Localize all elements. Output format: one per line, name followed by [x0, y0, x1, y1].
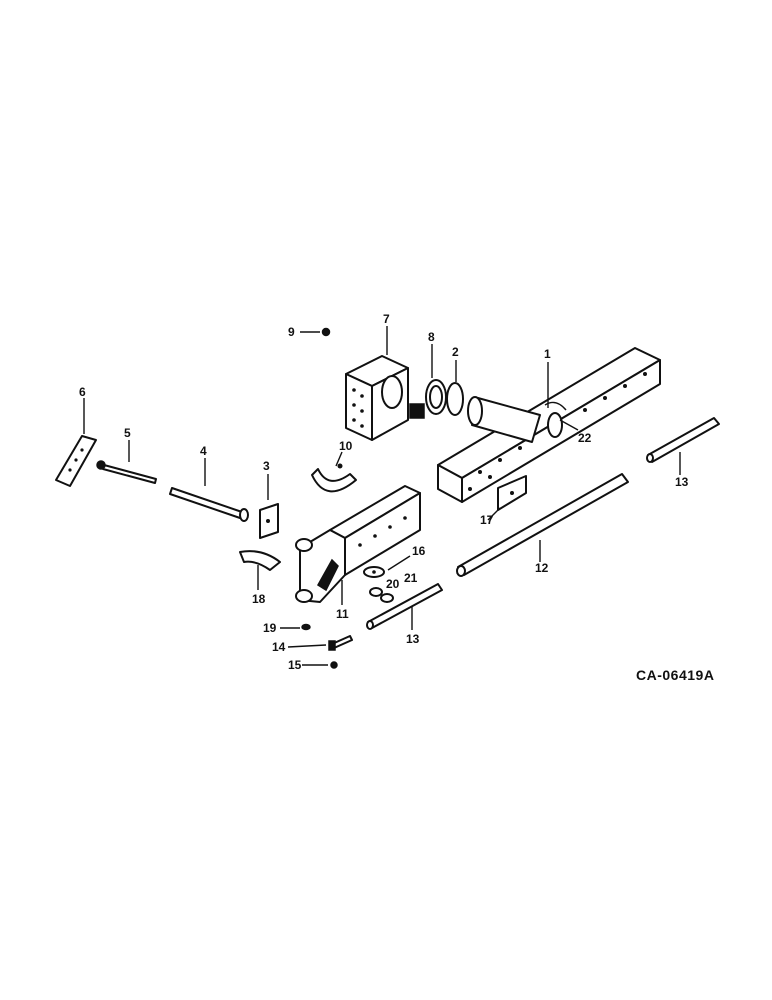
callout-7: 7 — [383, 312, 390, 326]
part-7-bracket-housing — [345, 355, 425, 441]
part-5-bolt — [96, 460, 157, 484]
callout-5: 5 — [124, 426, 131, 440]
callout-17: 17 — [480, 513, 494, 527]
callout-21: 21 — [404, 571, 418, 585]
part-1-frame-beam — [437, 347, 661, 503]
part-20-pin — [369, 587, 383, 597]
part-22-strap — [544, 401, 567, 411]
part-4-shaft — [169, 487, 249, 522]
part-19-washer — [301, 623, 311, 631]
callout-3: 3 — [263, 459, 270, 473]
part-21-pin — [380, 593, 394, 603]
callout-16: 16 — [412, 544, 426, 558]
callout-19: 19 — [263, 621, 277, 635]
callout-1: 1 — [544, 347, 551, 361]
callout-18: 18 — [252, 592, 266, 606]
callout-20: 20 — [386, 577, 400, 591]
part-13-rod-right — [646, 417, 720, 463]
part-15-nut — [330, 661, 338, 669]
part-10-u-strap — [311, 463, 357, 493]
part-11-drawbar — [295, 485, 421, 603]
part-6-hinge-plate — [55, 435, 97, 487]
part-9-nut — [321, 327, 331, 337]
callout-9: 9 — [288, 325, 295, 339]
callout-14: 14 — [272, 640, 286, 654]
part-8-ring — [425, 379, 447, 415]
callout-10: 10 — [339, 439, 353, 453]
part-18-shield — [239, 550, 281, 571]
part-16-clip — [363, 566, 385, 578]
leader-lines — [83, 326, 681, 666]
part-2-pipe-and-ring — [446, 382, 541, 443]
callout-15: 15 — [288, 658, 302, 672]
part-3-plate — [259, 503, 279, 539]
part-14-bolt — [328, 635, 353, 651]
callout-13-lower: 13 — [406, 632, 420, 646]
callout-2: 2 — [452, 345, 459, 359]
callout-4: 4 — [200, 444, 207, 458]
callout-22: 22 — [578, 431, 592, 445]
callout-8: 8 — [428, 330, 435, 344]
part-12-long-rod — [456, 473, 629, 577]
callout-13-right: 13 — [675, 475, 689, 489]
callout-11: 11 — [336, 607, 349, 621]
part-17-bracket-plate — [497, 475, 527, 511]
drawing-code: CA-06419A — [636, 667, 714, 683]
callout-6: 6 — [79, 385, 86, 399]
part-13-rod-lower — [366, 583, 443, 630]
callout-12: 12 — [535, 561, 549, 575]
callout-labels: 1 2 3 4 5 6 7 8 9 10 11 12 13 13 14 15 1… — [79, 312, 689, 672]
